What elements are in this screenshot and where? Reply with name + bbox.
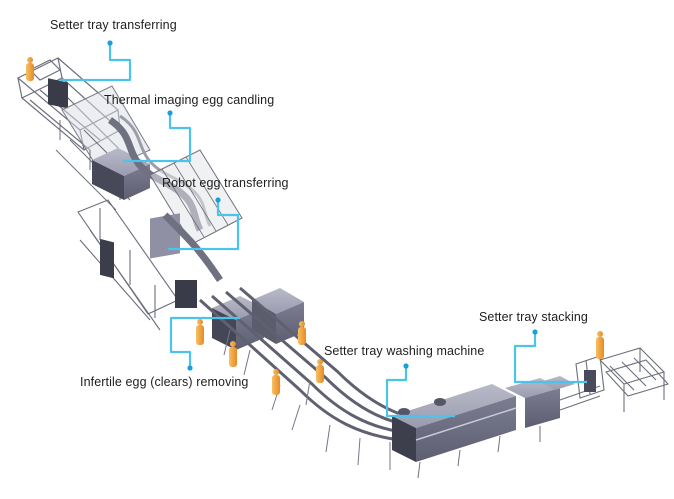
anchor-dot: [403, 363, 409, 369]
label-setter-tray-transferring: Setter tray transferring: [50, 18, 177, 32]
leader-setter-tray-transferring: [60, 43, 132, 82]
anchor-dot: [187, 365, 193, 371]
leader-robot-egg-transferring: [168, 200, 240, 251]
label-robot-egg-transferring: Robot egg transferring: [162, 176, 289, 190]
leader-infertile-egg-clears-removing: [169, 316, 240, 368]
tray-washing-machine: [392, 376, 575, 479]
tray-stacking-station: [559, 347, 669, 412]
label-setter-tray-stacking: Setter tray stacking: [479, 310, 588, 324]
label-setter-tray-washing-machine: Setter tray washing machine: [324, 344, 485, 358]
label-thermal-imaging-egg-candling: Thermal imaging egg candling: [104, 93, 275, 107]
robot-transfer-enclosure: [77, 149, 243, 331]
operator-figure: [196, 319, 204, 345]
anchor-dot: [107, 40, 113, 46]
callout-leaders: [60, 43, 587, 418]
anchor-dot: [532, 329, 538, 335]
operator-figure: [229, 341, 237, 367]
leader-thermal-imaging-egg-candling: [123, 113, 192, 163]
anchor-dot: [167, 110, 173, 116]
callout-dots: [107, 40, 538, 371]
leader-setter-tray-washing-machine: [385, 366, 455, 418]
operators: [26, 57, 604, 395]
operator-figure: [26, 57, 34, 81]
leader-setter-tray-stacking: [513, 332, 587, 384]
label-infertile-egg-clears-removing: Infertile egg (clears) removing: [80, 375, 249, 389]
anchor-dot: [215, 197, 221, 203]
operator-figure: [272, 369, 280, 395]
transfer-head: [48, 78, 68, 109]
operator-figure: [316, 359, 324, 383]
operator-figure: [298, 321, 306, 345]
operator-figure: [596, 331, 604, 359]
